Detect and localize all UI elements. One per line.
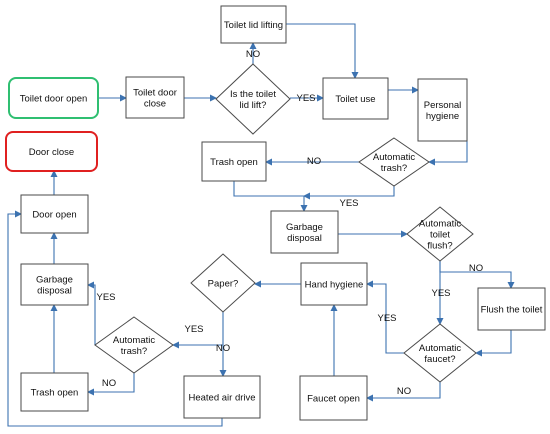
edge-label-trash1-no: NO — [307, 156, 321, 167]
hand-hygiene-box-label-line-1: Hand hygiene — [305, 280, 364, 291]
toilet-use-box-shape — [322, 77, 389, 120]
flush-the-toilet-box: Flush the toilet — [477, 287, 546, 331]
toilet-lid-lifting-box-shape — [220, 5, 287, 44]
auto-trash-decision-2-shape — [94, 316, 174, 374]
garbage-disposal-box-1-label-line-2: disposal — [287, 233, 322, 244]
auto-flush-decision-shape — [406, 206, 474, 262]
garbage-disposal-box-2-label-line-2: disposal — [37, 286, 72, 297]
personal-hygiene-box-label-line-2: hygiene — [426, 111, 459, 122]
door-open-box: Door open — [20, 194, 89, 234]
toilet-door-close-box-shape — [125, 76, 185, 119]
lid-lifting-to-toilet-use-arrow — [286, 23, 359, 79]
auto-flush-decision-label-line-1: Automatic — [419, 219, 461, 230]
edge-label-lid-no: NO — [246, 49, 260, 60]
toilet-lid-lifting-box-label-line-1: Toilet lid lifting — [224, 20, 283, 31]
hand-hygiene-box: Hand hygiene — [300, 262, 368, 306]
garbage-disposal-box-2-shape — [20, 263, 89, 306]
edge-label-paper-no: NO — [216, 343, 230, 354]
toilet-use-box: Toilet use — [322, 77, 389, 120]
toilet-door-close-box-label-line-2: close — [144, 99, 166, 110]
faucet-open-box-shape — [299, 375, 368, 421]
heated-air-drive-to-door-open-arrow — [7, 210, 223, 427]
lid-lift-decision-shape — [215, 63, 291, 135]
trash-open-box-1-label-line-1: Trash open — [210, 157, 258, 168]
trash-open-box-2-label-line-1: Trash open — [31, 388, 79, 399]
edge-label-trash2-no: NO — [102, 378, 116, 389]
edge-label-trash1-yes: YES — [339, 198, 358, 209]
edge-label-flush-yes: YES — [431, 288, 450, 299]
edge-label-faucet-yes: YES — [377, 313, 396, 324]
edges-layer — [7, 23, 515, 427]
toilet-lid-lifting-box: Toilet lid lifting — [220, 5, 287, 44]
paper-decision-label-line-1: Paper? — [208, 279, 239, 290]
auto-trash-decision-1-label-line-2: trash? — [381, 163, 407, 174]
door-close-end-label-line-1: Door close — [29, 147, 74, 158]
trash-open-1-to-garbage-disposal-1-arrow — [233, 181, 308, 212]
edge-label-faucet-no: NO — [397, 386, 411, 397]
trash-question-1-yes-to-garbage-disposal-1-arrow — [303, 186, 395, 200]
hand-hygiene-box-shape — [300, 262, 368, 306]
flush-the-toilet-to-faucet-question-arrow — [475, 330, 512, 357]
toilet-door-close-box-label-line-1: Toilet door — [133, 88, 177, 99]
auto-faucet-decision-shape — [403, 323, 477, 383]
auto-trash-decision-1-shape — [358, 137, 430, 187]
auto-faucet-decision-label-line-2: faucet? — [424, 354, 455, 365]
trash-open-box-2: Trash open — [20, 372, 89, 412]
garbage-disposal-box-1-shape — [270, 210, 339, 254]
trash-open-box-1-shape — [201, 141, 267, 182]
edge-label-trash2-yes: YES — [96, 292, 115, 303]
heated-air-drive-box-label-line-1: Heated air drive — [188, 393, 255, 404]
faucet-question-yes-to-hand-hygiene-arrow — [366, 280, 404, 354]
heated-air-drive-box-shape — [183, 375, 261, 419]
lid-lift-decision-label-line-2: lid lift? — [240, 100, 267, 111]
flush-the-toilet-box-label-line-1: Flush the toilet — [481, 305, 543, 316]
toilet-door-open-start-shape — [8, 77, 99, 119]
trash-open-box-1: Trash open — [201, 141, 267, 182]
paper-decision-shape — [190, 253, 256, 313]
edge-label-lid-yes: YES — [296, 93, 315, 104]
trash-open-box-2-shape — [20, 372, 89, 412]
toilet-use-box-label-line-1: Toilet use — [335, 94, 375, 105]
auto-trash-decision-2-label-line-2: trash? — [121, 346, 147, 357]
auto-flush-decision-label-line-3: flush? — [427, 241, 452, 252]
garbage-disposal-box-2-label-line-1: Garbage — [36, 275, 73, 286]
door-open-box-shape — [20, 194, 89, 234]
toilet-door-open-start-label-line-1: Toilet door open — [20, 94, 88, 105]
auto-faucet-decision-label-line-1: Automatic — [419, 343, 461, 354]
personal-hygiene-box-label-line-1: Personal — [424, 100, 462, 111]
door-close-end-shape — [5, 131, 98, 172]
trash-question-2-no-to-trash-open-2-arrow — [87, 373, 135, 396]
lid-lift-decision-label-line-1: Is the toilet — [230, 89, 276, 100]
auto-trash-decision-1-label-line-1: Automatic — [373, 152, 415, 163]
door-open-box-label-line-1: Door open — [32, 210, 76, 221]
door-close-end: Door close — [5, 131, 98, 172]
paper-decision: Paper? — [190, 253, 256, 313]
auto-flush-decision-label-line-2: toilet — [430, 230, 450, 241]
toilet-door-open-start: Toilet door open — [8, 77, 99, 119]
personal-hygiene-box-shape — [417, 78, 468, 142]
edge-label-paper-yes: YES — [184, 324, 203, 335]
faucet-open-box-label-line-1: Faucet open — [307, 394, 360, 405]
faucet-question-no-to-faucet-open-arrow — [366, 382, 441, 402]
flush-the-toilet-box-shape — [477, 287, 546, 331]
edge-labels-layer: NO YES NO YES NO YES YES NO YES NO YES NO — [96, 49, 483, 397]
trash-question-2-yes-to-garbage-disposal-2-arrow — [87, 281, 96, 345]
faucet-open-box: Faucet open — [299, 375, 368, 421]
auto-trash-decision-2-label-line-1: Automatic — [113, 335, 155, 346]
edge-label-flush-no: NO — [469, 263, 483, 274]
garbage-disposal-box-1-label-line-1: Garbage — [286, 222, 323, 233]
heated-air-drive-box: Heated air drive — [183, 375, 261, 419]
